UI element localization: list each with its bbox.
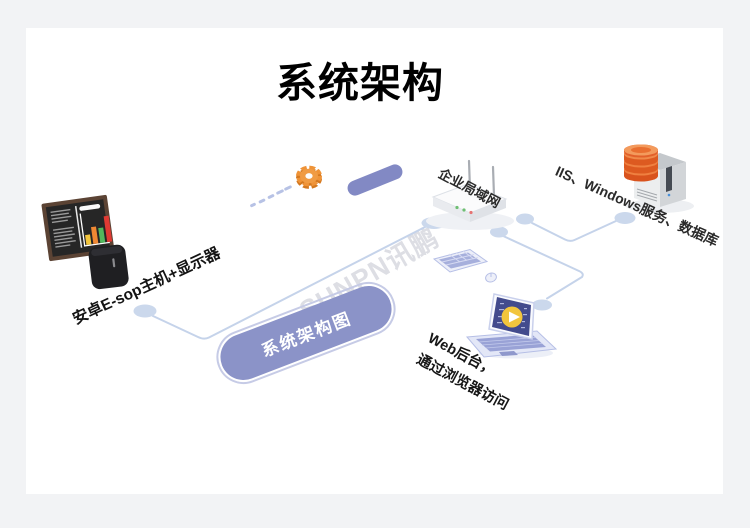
node-android [133,304,157,318]
center-capsule [216,281,396,385]
node-lan-mid [490,226,508,238]
diagram-card [26,28,723,494]
monitor-icon [41,194,115,262]
node-lan-right [516,213,534,225]
gear-icon [296,165,322,189]
android-box-icon [88,244,129,290]
mouse-icon [485,272,497,283]
database-icon [624,144,658,182]
connector-lan-to-web [500,234,584,300]
keyboard-icon [432,248,489,273]
connector-android-to-lan [152,225,428,340]
gear-trail-dashes [250,185,292,208]
connector-lan-to-server [531,220,617,242]
page-title: 系统架构 [276,60,444,106]
small-capsule [347,164,403,196]
node-web [532,299,552,311]
laptop-icon [465,293,558,359]
router-icon [426,159,514,230]
node-server [614,212,636,224]
